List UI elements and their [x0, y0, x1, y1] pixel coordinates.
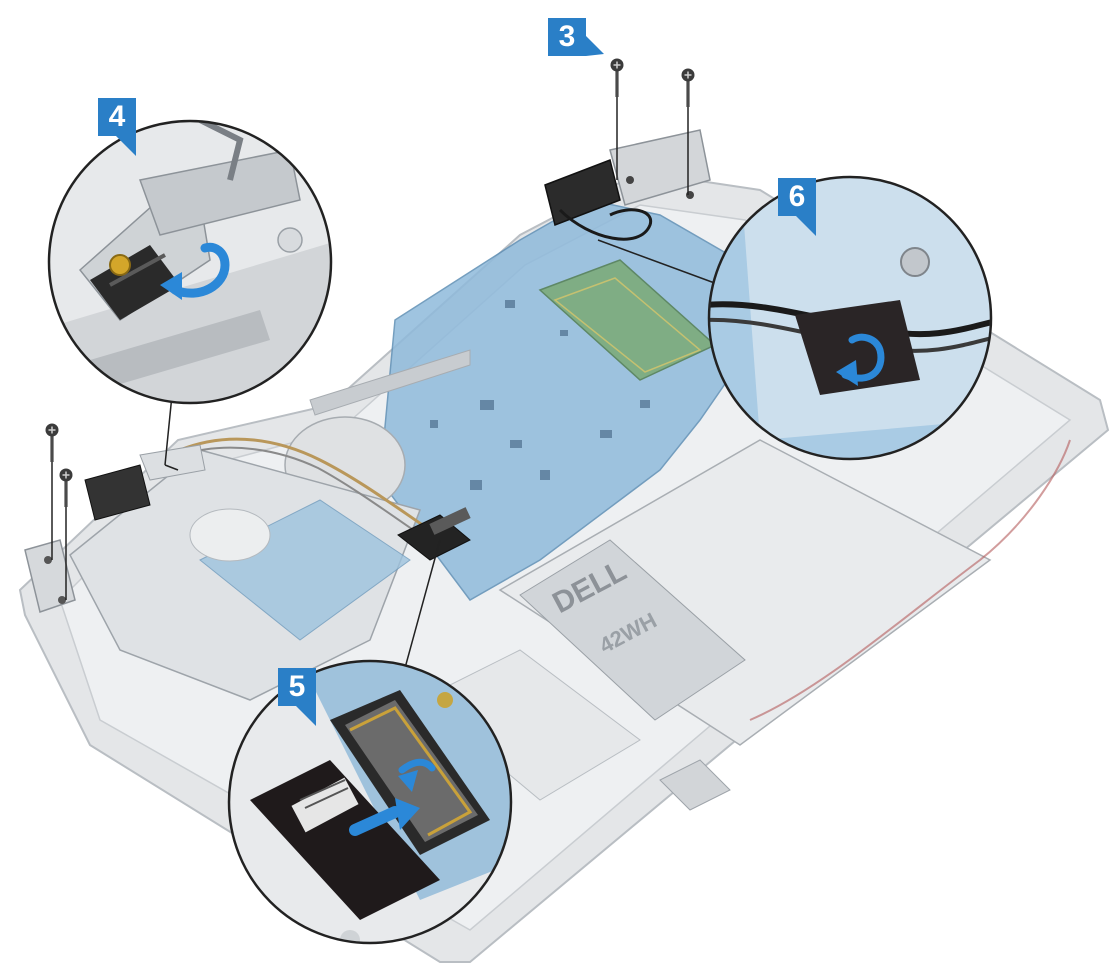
screw-icon: [60, 469, 73, 508]
step-4-label: 4: [99, 99, 135, 135]
screw-icon: [611, 59, 624, 98]
screw-icon: [46, 424, 59, 463]
step-3-label: 3: [549, 19, 585, 55]
step-5-label: 5: [279, 669, 315, 705]
callout-4-zoom: [40, 120, 340, 410]
step-6-label: 6: [779, 179, 815, 215]
screw-icon: [682, 69, 695, 108]
